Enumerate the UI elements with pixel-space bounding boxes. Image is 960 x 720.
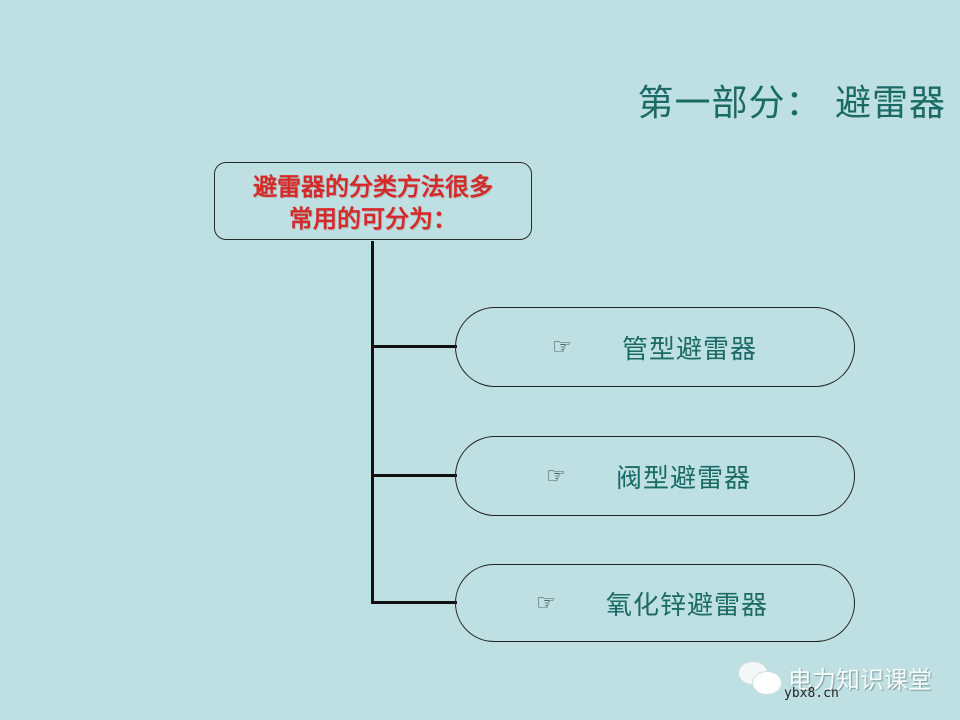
connector-vertical <box>371 241 374 604</box>
node-label: 管型避雷器 <box>622 334 758 365</box>
watermark-text: 电力知识课堂 <box>788 666 932 694</box>
connector-branch-2 <box>371 474 457 477</box>
root-line-2: 常用的可分为： <box>289 204 457 233</box>
pointing-hand-icon: ☞ <box>536 590 556 616</box>
root-node: 避雷器的分类方法很多 常用的可分为： <box>214 162 532 240</box>
watermark: 电力知识课堂 ybx8.cn <box>738 660 932 701</box>
node-label: 氧化锌避雷器 <box>606 590 769 621</box>
pointing-hand-icon: ☞ <box>546 463 566 489</box>
connector-branch-3 <box>371 601 457 604</box>
wechat-icon <box>738 660 782 695</box>
slide-title: 第一部分： 避雷器 <box>637 83 946 124</box>
root-line-1: 避雷器的分类方法很多 <box>253 172 493 201</box>
watermark-url: ybx8.cn <box>784 686 839 701</box>
child-node-3: ☞ 氧化锌避雷器 <box>455 564 855 642</box>
node-label: 阀型避雷器 <box>616 463 752 494</box>
pointing-hand-icon: ☞ <box>552 334 572 360</box>
child-node-2: ☞ 阀型避雷器 <box>455 436 855 516</box>
connector-branch-1 <box>371 345 457 348</box>
child-node-1: ☞ 管型避雷器 <box>455 307 855 387</box>
